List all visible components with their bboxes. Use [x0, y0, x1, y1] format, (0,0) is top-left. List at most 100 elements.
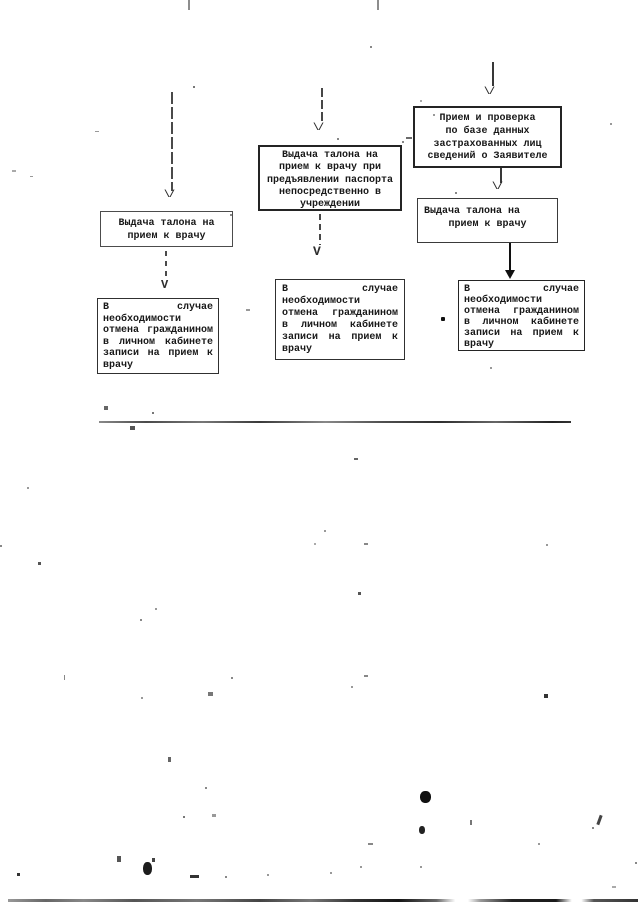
scan-noise-speck	[143, 862, 152, 875]
bullet-mark	[441, 317, 445, 321]
box-text-line: записи на прием к	[282, 332, 398, 344]
scan-noise-speck	[246, 309, 250, 311]
arrow-line-right-top	[492, 62, 494, 86]
box-text-line: учреждении	[299, 199, 360, 211]
box-text-line: Выдача талона на	[424, 206, 521, 217]
page-edge-tick-left	[188, 0, 190, 10]
arrow-line-middle-mid	[319, 214, 321, 245]
arrow-line-right-bottom	[509, 243, 511, 271]
scan-noise-speck	[117, 856, 121, 862]
arrowhead-down-icon: \/	[313, 123, 324, 134]
arrowhead-down-icon: \/	[492, 182, 503, 193]
scan-noise-speck	[370, 46, 372, 48]
scan-noise-speck	[596, 814, 603, 826]
scan-noise-speck	[17, 873, 20, 876]
arrowhead-down-icon: \/	[484, 87, 495, 98]
scan-noise-speck	[38, 562, 41, 565]
scan-noise-speck	[324, 530, 326, 532]
scan-noise-speck	[212, 814, 216, 817]
box-text-line: врачу	[282, 344, 313, 356]
scan-noise-speck	[152, 412, 154, 414]
scan-noise-speck	[402, 141, 404, 143]
scan-noise-speck	[95, 131, 99, 132]
scan-noise-speck	[635, 862, 637, 864]
scan-noise-speck	[455, 192, 457, 194]
arrowhead-down-icon: \/	[164, 190, 175, 201]
arrow-line-left-mid	[165, 251, 167, 280]
box-text-line: необходимости	[103, 313, 182, 325]
scan-noise-speck	[225, 876, 227, 878]
box-text-line: Прием и проверка	[439, 113, 536, 124]
box-text-line: В случае	[464, 284, 579, 295]
scan-noise-speck	[364, 675, 368, 677]
scan-noise-speck	[420, 100, 422, 102]
scan-noise-speck	[12, 170, 16, 172]
box-text-line: прием к врачу	[448, 219, 527, 230]
scan-noise-speck	[140, 619, 142, 621]
scan-noise-speck	[470, 820, 472, 825]
box-text-line: отмена гражданином	[464, 306, 579, 318]
box-text-line: по базе данных	[445, 125, 530, 137]
scan-noise-speck	[610, 123, 612, 125]
scan-noise-speck	[406, 137, 412, 139]
scan-noise-speck	[230, 214, 232, 216]
scan-noise-speck	[490, 367, 492, 369]
scan-noise-speck	[183, 816, 185, 818]
page-bottom-line	[8, 899, 638, 902]
arrowhead-down-icon: V	[161, 278, 168, 292]
box-text-line: необходимости	[282, 296, 361, 308]
flowchart-box-cancel-left: В случае необходимости отмена гражданино…	[97, 298, 219, 374]
box-text-line: сведений о Заявителе	[427, 151, 548, 163]
arrowhead-solid-icon	[505, 270, 515, 279]
box-text-line: непосредственно в	[278, 186, 382, 198]
scan-noise-speck	[27, 487, 29, 489]
page-edge-tick-right	[377, 0, 379, 10]
box-text-line: в личном кабинете	[103, 336, 213, 348]
box-text-line: предъявлении паспорта	[266, 174, 394, 186]
box-text-line: Выдача талона на	[118, 218, 215, 229]
scan-noise-speck	[130, 426, 135, 430]
flowchart-box-cancel-right: В случае необходимости отмена гражданино…	[458, 280, 585, 351]
scan-noise-speck	[314, 543, 316, 545]
scan-noise-speck	[368, 843, 373, 845]
scan-noise-speck	[612, 886, 616, 888]
box-text-line: в личном кабинете	[464, 317, 579, 329]
scan-noise-speck	[152, 858, 155, 862]
scan-noise-speck	[155, 608, 157, 610]
scan-noise-speck	[351, 686, 353, 688]
box-text-line: В случае	[103, 302, 213, 313]
arrow-line-right-mid	[500, 168, 502, 183]
box-text-line: прием к врачу при	[278, 162, 382, 174]
scan-noise-speck	[364, 543, 368, 545]
arrow-line-middle-top	[321, 88, 323, 123]
scan-noise-speck	[141, 697, 143, 699]
scan-noise-speck	[193, 86, 195, 88]
flowchart-box-issue-ticket-right: Выдача талона на прием к врачу	[417, 198, 558, 243]
box-text-line: врачу	[103, 359, 134, 371]
flowchart-box-check-database: Прием и проверка по базе данных застрахо…	[413, 106, 562, 168]
scan-noise-speck	[420, 791, 431, 803]
scan-noise-speck	[337, 138, 339, 140]
scan-noise-speck	[30, 176, 33, 177]
scan-noise-speck	[0, 545, 2, 547]
box-text-line: прием к врачу	[127, 231, 206, 242]
scan-noise-speck	[64, 675, 65, 680]
scan-noise-speck	[190, 875, 199, 878]
scan-noise-speck	[358, 592, 361, 595]
scan-noise-speck	[104, 406, 108, 410]
scan-noise-speck	[419, 826, 425, 834]
flowchart-box-cancel-middle: В случае необходимости отмена гражданино…	[275, 279, 405, 360]
scan-noise-speck	[267, 874, 269, 876]
box-text-line: необходимости	[464, 295, 543, 307]
box-text-line: врачу	[464, 339, 495, 351]
flowchart-box-issue-ticket-left: Выдача талона на прием к врачу	[100, 211, 233, 247]
scan-noise-speck	[231, 677, 233, 679]
arrowhead-down-icon: V	[313, 244, 321, 259]
flowchart-box-issue-ticket-passport: Выдача талона на прием к врачу при предъ…	[258, 145, 402, 211]
scan-noise-speck	[420, 866, 422, 868]
scan-noise-speck	[354, 458, 358, 460]
box-text-line: отмена гражданином	[282, 308, 398, 320]
scan-noise-speck	[592, 827, 594, 829]
scan-noise-speck	[205, 787, 207, 789]
